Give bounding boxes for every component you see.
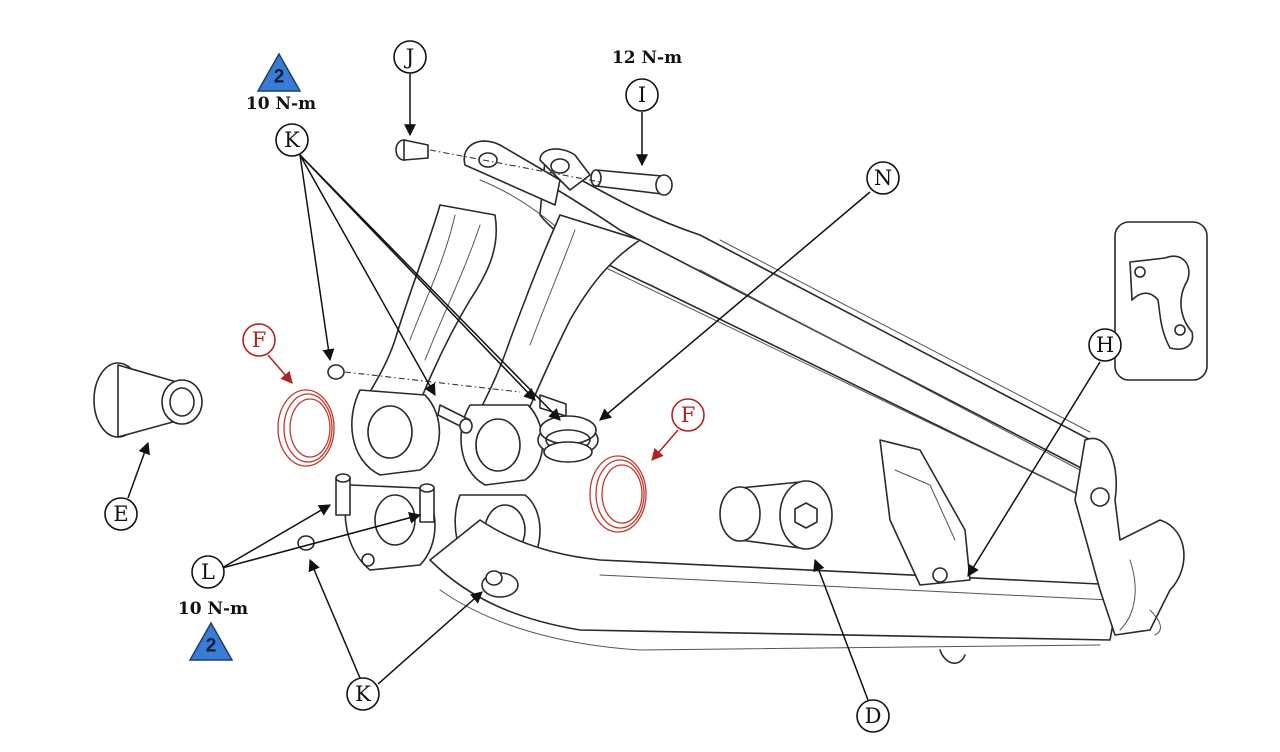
callout-f-left: F [242,323,276,357]
svg-text:H: H [1096,333,1114,357]
callout-e: E [104,497,138,531]
callout-k-top: K [275,123,309,157]
svg-text:J: J [404,45,414,69]
bushing-part [93,362,203,438]
callout-f-right: F [671,398,705,432]
warning-badge-top: 2 [256,52,302,92]
callout-l: L [191,555,225,589]
small-hardware [297,364,567,586]
svg-text:D: D [865,704,882,728]
callout-h: H [1088,328,1122,362]
svg-text:I: I [638,83,646,107]
alignment-lines [344,149,601,393]
callout-d: D [856,699,890,733]
pivot-axle-i [590,169,673,196]
svg-text:E: E [113,502,128,526]
derailleur-hanger-inset [1114,221,1208,381]
svg-text:K: K [355,682,371,706]
bearing-f-left [277,389,335,467]
pivot-bolt-j [395,139,429,161]
rear-axle-part [719,480,833,550]
callout-k-bottom: K [346,677,380,711]
warning-badge-top-number: 2 [274,67,285,88]
callout-n: N [866,161,900,195]
torque-label-top-left: 10 N-m [246,94,316,114]
bearing-f-right [589,455,647,533]
torque-label-bottom-left: 10 N-m [178,599,248,619]
shock-mount-n [537,415,599,463]
svg-text:L: L [201,560,215,584]
rear-triangle-line-art [344,140,1185,664]
svg-text:F: F [681,403,696,427]
warning-badge-bottom: 2 [188,621,234,661]
callout-j: J [393,40,427,74]
warning-badge-bottom-number: 2 [206,636,217,657]
torque-label-top-center: 12 N-m [612,48,682,68]
svg-text:F: F [252,328,267,352]
svg-text:K: K [284,128,300,152]
callout-i: I [625,78,659,112]
leader-lines [127,72,1101,701]
svg-text:N: N [874,166,892,190]
